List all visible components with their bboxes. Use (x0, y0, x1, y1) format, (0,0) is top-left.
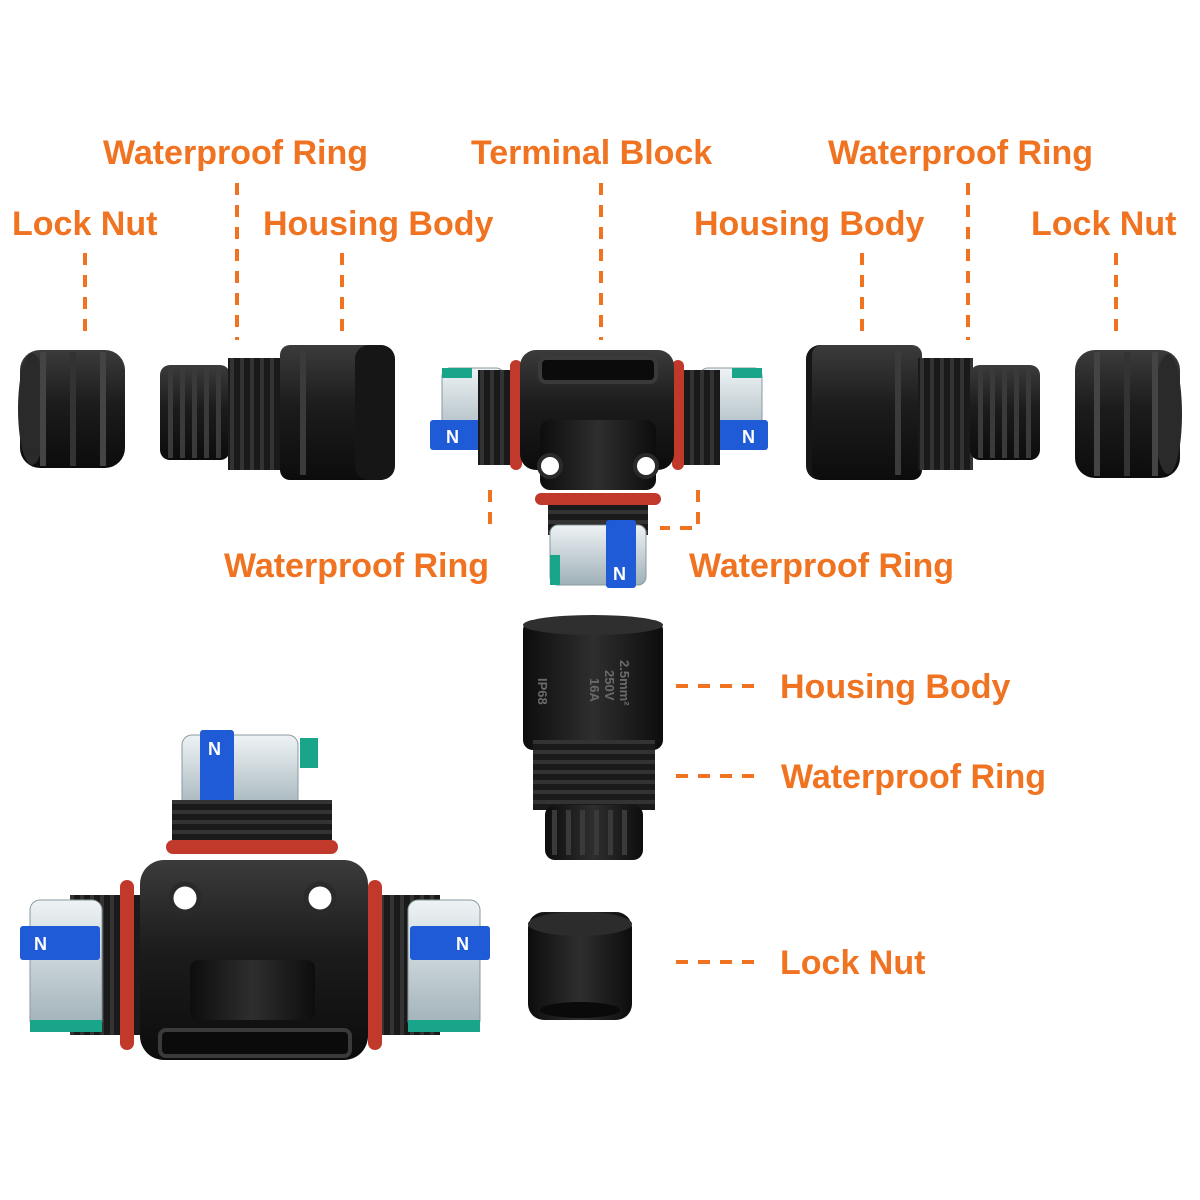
label-top-right-housing-body: Housing Body (694, 205, 925, 243)
lock-nut-top-right (1075, 350, 1182, 478)
clip-letter-top-left: N (446, 427, 459, 447)
label-side-waterproof-ring: Waterproof Ring (781, 758, 1047, 796)
label-top-left-lock-nut: Lock Nut (12, 205, 158, 243)
housing-print-rating-volt: 250V (602, 670, 617, 701)
lock-nut-top-left (18, 350, 125, 468)
label-top-left-housing-body: Housing Body (263, 205, 494, 243)
clip-letter-assembled-top: N (208, 739, 221, 759)
housing-body-top-left (160, 345, 395, 480)
label-terminal-block: Terminal Block (471, 134, 713, 172)
label-mid-right-waterproof-ring: Waterproof Ring (689, 547, 955, 585)
housing-body-side: 2.5mm² 250V 16A IP68 (523, 615, 663, 860)
leader-mid-right-waterproof-ring (660, 490, 700, 530)
label-mid-left-waterproof-ring: Waterproof Ring (224, 547, 490, 585)
clip-letter-top-right: N (742, 427, 755, 447)
label-side-lock-nut: Lock Nut (780, 944, 926, 982)
housing-print-rating-size: 2.5mm² (617, 660, 632, 706)
clip-letter-assembled-right: N (456, 934, 469, 954)
housing-body-top-right (806, 345, 1040, 480)
label-side-housing-body: Housing Body (780, 668, 1011, 706)
clip-letter-assembled-left: N (34, 934, 47, 954)
housing-print-rating-amp: 16A (587, 678, 602, 702)
leader-lines (83, 183, 1118, 964)
terminal-block-assembled: N N N (20, 730, 490, 1060)
lock-nut-side (528, 912, 632, 1020)
label-top-right-lock-nut: Lock Nut (1031, 205, 1177, 243)
clip-letter-bottom: N (613, 564, 626, 584)
terminal-block-top: N N N (430, 350, 768, 588)
label-top-left-waterproof-ring: Waterproof Ring (103, 134, 369, 172)
housing-print-rating-ip: IP68 (535, 678, 550, 705)
label-top-right-waterproof-ring: Waterproof Ring (828, 134, 1094, 172)
